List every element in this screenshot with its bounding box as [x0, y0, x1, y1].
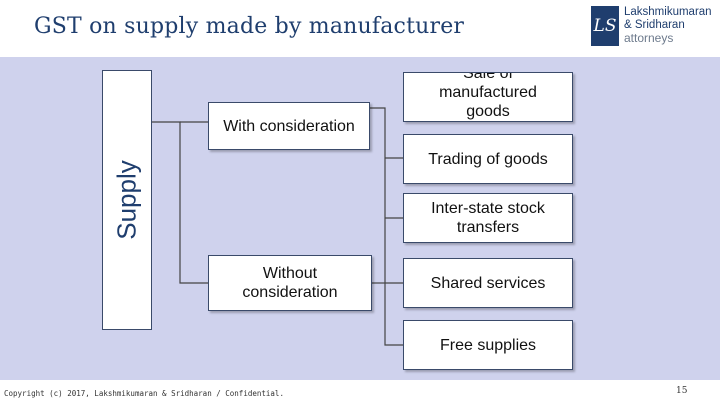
firm-logo: LS Lakshmikumaran & Sridharan attorneys — [591, 4, 716, 48]
sale-of-goods-node: Sale of manufactured goods — [403, 72, 573, 122]
root-connector — [152, 121, 208, 284]
without-consideration-node: Without consideration — [208, 255, 372, 311]
sale-of-goods-label: Sale of manufactured goods — [439, 72, 537, 120]
with-connector — [370, 107, 403, 346]
firm-name: Lakshmikumaran & Sridharan attorneys — [624, 6, 712, 45]
shared-services-node: Shared services — [403, 258, 573, 308]
root-box — [102, 70, 152, 330]
page-number: 15 — [676, 386, 688, 396]
with-consideration-node: With consideration — [208, 102, 370, 150]
shared-services-label: Shared services — [430, 274, 546, 292]
stock-transfers-label: Inter-state stock transfers — [431, 200, 545, 236]
firm-name-line2: & Sridharan — [624, 19, 685, 31]
copyright-footer: Copyright (c) 2017, Lakshmikumaran & Sri… — [4, 389, 284, 398]
with-consideration-label: With consideration — [223, 117, 355, 135]
stock-transfers-node: Inter-state stock transfers — [403, 193, 573, 243]
firm-name-line3: attorneys — [624, 31, 674, 45]
trading-of-goods-label: Trading of goods — [428, 150, 548, 168]
monogram-icon: LS — [591, 6, 619, 46]
slide-title: GST on supply made by manufacturer — [34, 14, 465, 39]
without-consideration-label: Without consideration — [242, 265, 338, 301]
root-label: Supply — [111, 160, 142, 240]
firm-name-line1: Lakshmikumaran — [624, 6, 712, 18]
free-supplies-label: Free supplies — [439, 336, 537, 354]
free-supplies-node: Free supplies — [403, 320, 573, 370]
trading-of-goods-node: Trading of goods — [403, 134, 573, 184]
